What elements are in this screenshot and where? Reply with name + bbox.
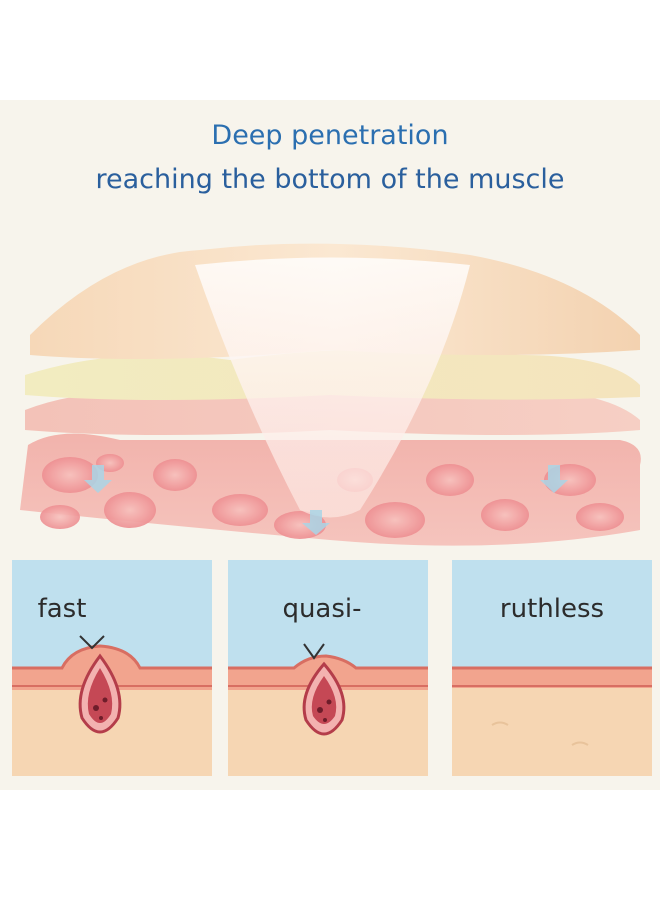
pimple-flattening-icon — [228, 560, 428, 776]
skin-layers-illustration — [20, 243, 641, 546]
smooth-skin-icon — [452, 560, 652, 776]
panel-label-ruthless: ruthless — [499, 594, 605, 624]
panel-ruthless: ruthless — [452, 560, 652, 776]
panel-label-quasi: quasi- — [282, 594, 362, 624]
headline-line-2: reaching the bottom of the muscle — [95, 164, 565, 195]
panel-fast: fast — [12, 560, 212, 776]
panel-quasi: quasi- — [228, 560, 428, 776]
light-beam — [195, 257, 470, 518]
pimple-raised-icon — [12, 560, 212, 776]
panel-label-fast: fast — [37, 594, 87, 624]
down-arrow-icons — [84, 465, 568, 535]
headline-line-1: Deep penetration — [211, 120, 449, 151]
